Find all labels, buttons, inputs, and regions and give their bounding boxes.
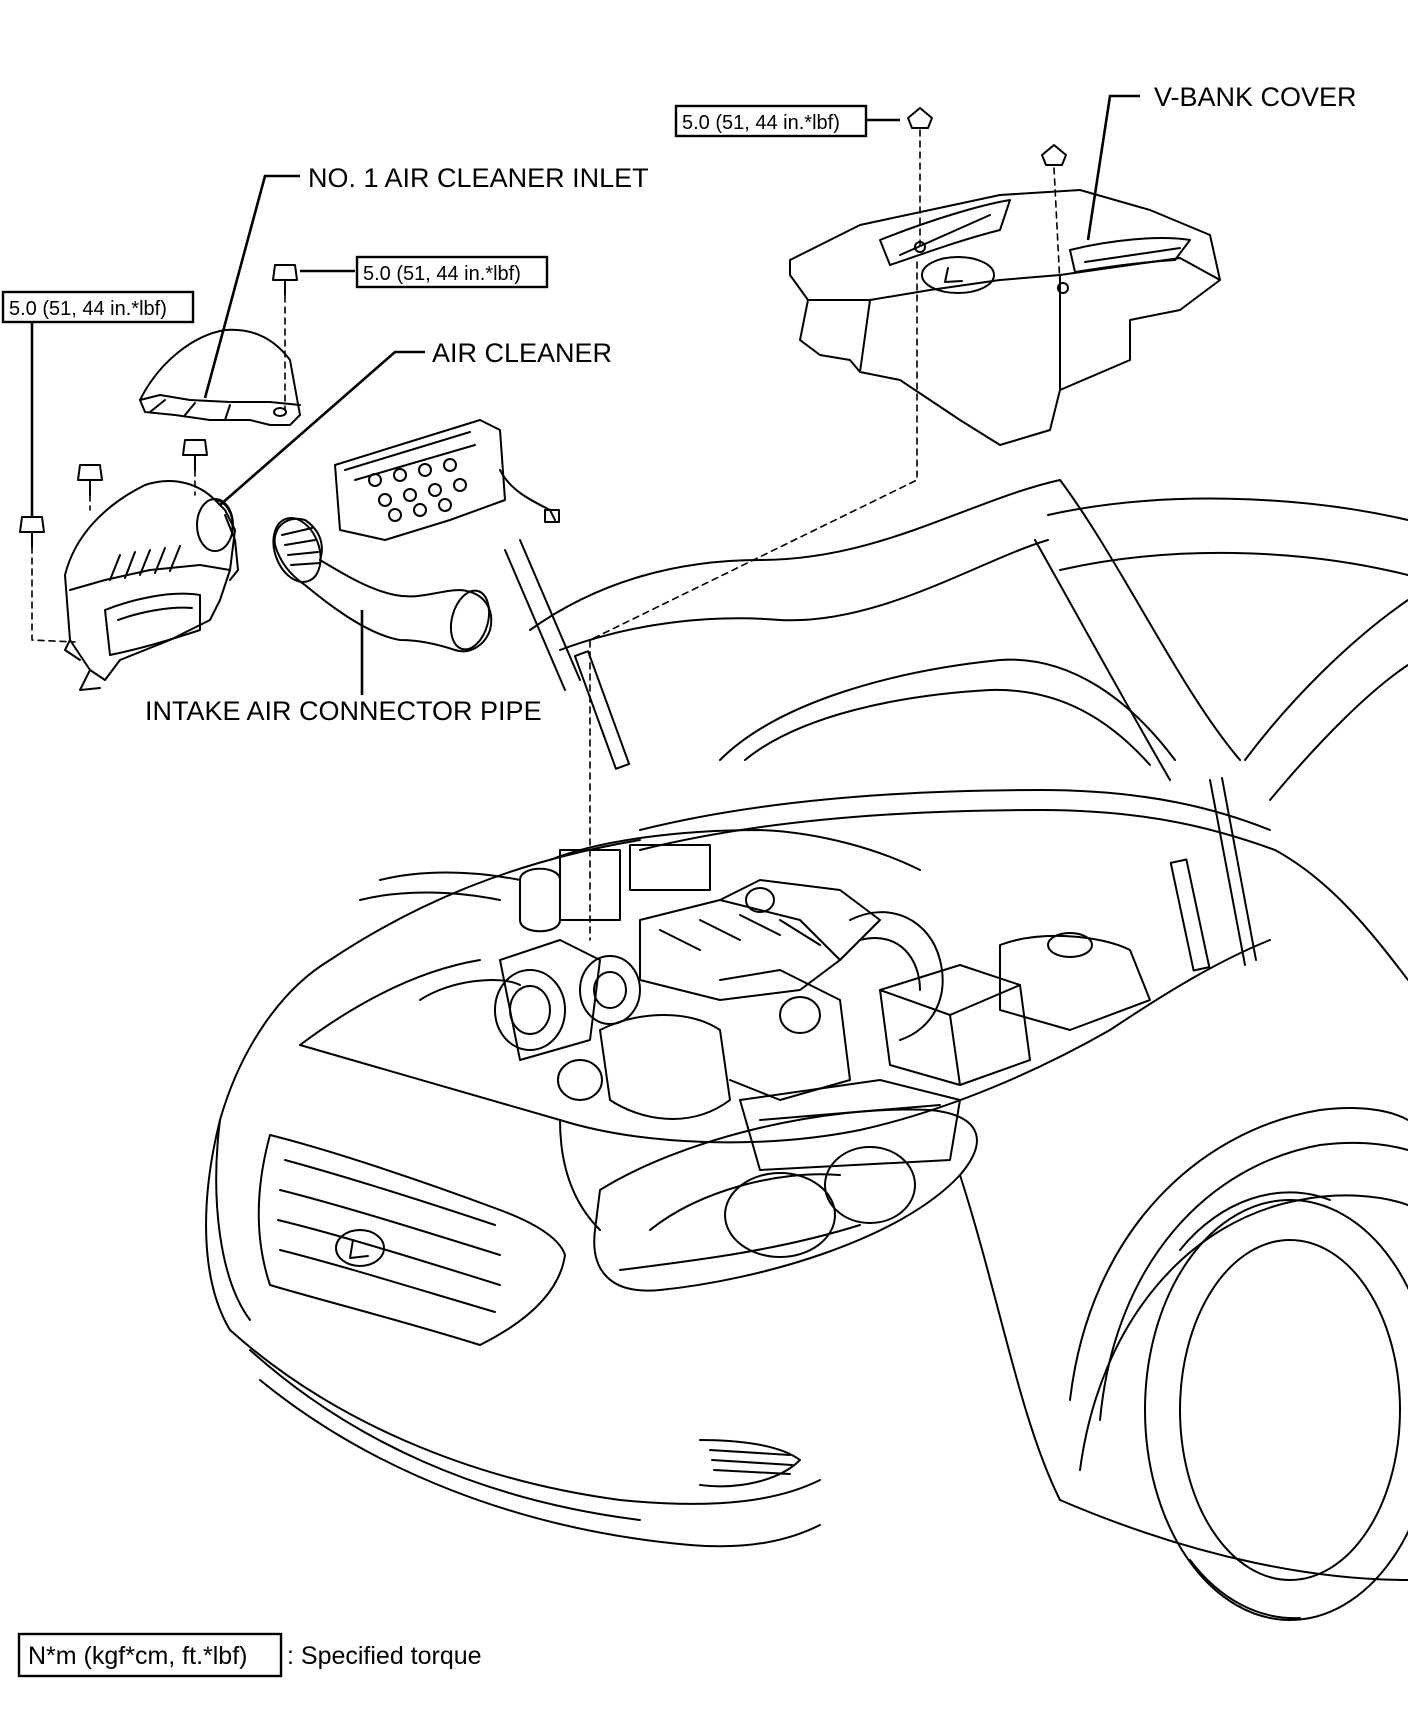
nut-icon <box>907 107 933 129</box>
legend-description: : Specified torque <box>287 1642 482 1670</box>
bolt-icon <box>77 464 103 481</box>
nut-icon <box>1041 144 1067 166</box>
bolt-icon <box>19 516 45 533</box>
car-body <box>205 479 1408 1621</box>
lexus-emblem-icon <box>335 1229 385 1267</box>
v-bank-cover <box>589 107 1221 941</box>
legend: N*m (kgf*cm, ft.*lbf) : Specified torque <box>17 1632 482 1678</box>
label-air-cleaner: AIR CLEANER <box>432 338 612 368</box>
label-intake-air-connector-pipe: INTAKE AIR CONNECTOR PIPE <box>145 696 542 726</box>
torque-box-inlet: 5.0 (51, 44 in.*lbf) <box>355 255 549 289</box>
legend-unit-box: N*m (kgf*cm, ft.*lbf) <box>28 1642 247 1670</box>
label-v-bank-cover: V-BANK COVER <box>1154 82 1357 112</box>
air-cleaner-inlet <box>139 264 301 426</box>
torque-box-air-cleaner: 5.0 (51, 44 in.*lbf) <box>1 290 195 324</box>
bolt-icon <box>272 264 298 281</box>
air-cleaner <box>19 439 239 691</box>
torque-box-v-bank: 5.0 (51, 44 in.*lbf) <box>674 104 868 138</box>
torque-value: 5.0 (51, 44 in.*lbf) <box>682 112 840 134</box>
bolt-icon <box>182 439 208 456</box>
engine <box>359 829 1151 1171</box>
torque-value: 5.0 (51, 44 in.*lbf) <box>9 298 167 320</box>
torque-value: 5.0 (51, 44 in.*lbf) <box>363 263 521 285</box>
label-no1-air-cleaner-inlet: NO. 1 AIR CLEANER INLET <box>308 163 649 193</box>
leader-lines <box>30 94 1140 695</box>
intake-air-connector-pipe <box>272 419 560 653</box>
